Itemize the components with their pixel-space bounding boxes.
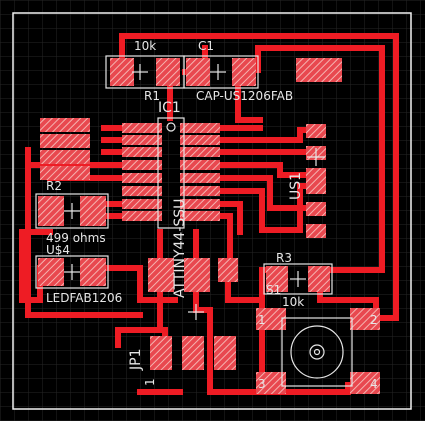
c1-name: C1 — [198, 39, 214, 53]
c1-pad-2 — [232, 58, 256, 86]
r3-pad-1 — [266, 266, 288, 292]
pad-top-right — [296, 58, 342, 82]
c1-pad-1 — [186, 58, 210, 86]
s1-pin2: 2 — [370, 313, 378, 327]
pads — [38, 58, 380, 394]
s1-knob — [290, 325, 344, 379]
jp1-name: JP1 — [128, 349, 144, 371]
r2-pad-2 — [80, 196, 106, 226]
s1-pin1: 1 — [258, 313, 266, 327]
r3-name: R3 — [276, 251, 292, 265]
r1-pad-2 — [156, 58, 180, 86]
r3-pad-2 — [308, 266, 330, 292]
r2-value: 499 ohms — [46, 231, 106, 245]
silkscreen — [35, 55, 353, 387]
led-pad-1 — [38, 258, 64, 286]
c1-value: CAP-US1206FAB — [196, 89, 293, 103]
r1-value: 10k — [134, 39, 156, 53]
ic1-value: ATTINY44-SSU — [172, 199, 188, 298]
s1-pin4: 4 — [370, 377, 378, 391]
r2-pad-1 — [38, 196, 64, 226]
r1-pad-1 — [110, 58, 134, 86]
u-s4-name: U$4 — [46, 243, 70, 257]
r3-value: 10k — [282, 295, 304, 309]
ic1-name: IC1 — [158, 100, 181, 116]
s1-name: S1 — [266, 283, 281, 297]
us1-name: US1 — [288, 172, 304, 200]
r2-name: R2 — [46, 179, 62, 193]
r1-name: R1 — [144, 89, 160, 103]
led-value: LEDFAB1206 — [46, 291, 122, 305]
silk-labels: 10k R1 C1 CAP-US1206FAB IC1 ATTINY44-SSU… — [46, 39, 378, 391]
board-outline — [12, 12, 412, 410]
jp1-pin1: 1 — [143, 378, 157, 386]
led-pad-2 — [80, 258, 106, 286]
s1-pin3: 3 — [258, 377, 266, 391]
s1-body — [281, 317, 353, 387]
